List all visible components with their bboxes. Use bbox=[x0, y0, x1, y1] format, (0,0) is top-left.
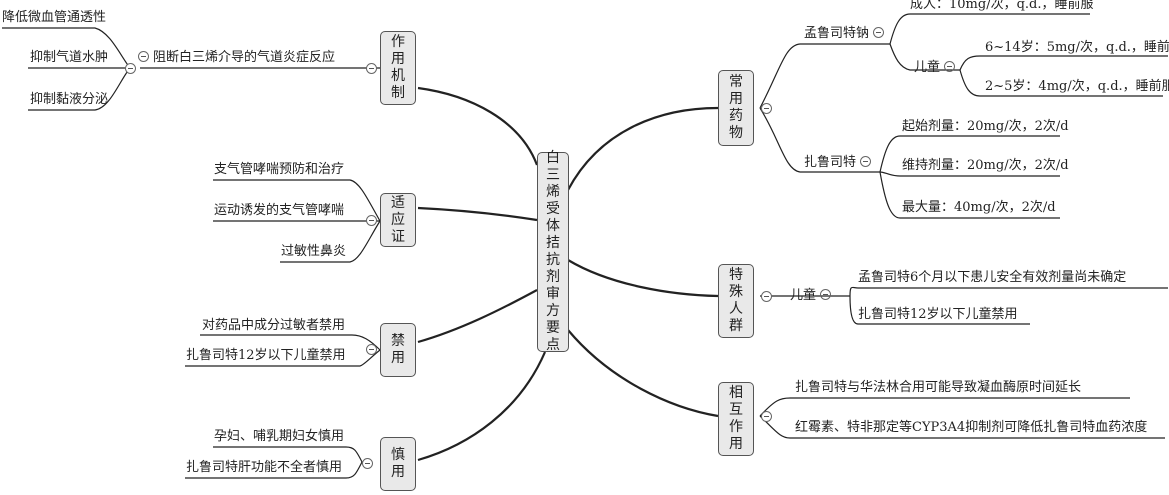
interactions-leaf-2: 红霉素、特非那定等CYP3A4抑制剂可降低扎鲁司特血药浓度 bbox=[795, 420, 1148, 435]
collapse-toggle-icon[interactable] bbox=[761, 291, 772, 302]
branch-contraindications-label: 禁用 bbox=[391, 333, 405, 366]
caution-leaf-1: 孕妇、哺乳期妇女慎用 bbox=[214, 429, 345, 444]
collapse-toggle-icon[interactable] bbox=[860, 156, 872, 167]
center-node[interactable]: 白三烯受体拮抗剂审方要点 bbox=[537, 150, 569, 353]
main-branch-curves bbox=[417, 86, 719, 462]
mechanism-leaf-1: 降低微血管通透性 bbox=[2, 10, 107, 25]
zafirlukast-leaf-1: 起始剂量：20mg/次，2次/d bbox=[902, 119, 1069, 134]
montelukast-child-node: 儿童 bbox=[914, 60, 956, 76]
montelukast-child-leaf-1: 6~14岁：5mg/次，q.d.，睡前服 bbox=[985, 40, 1169, 55]
collapse-toggle-icon[interactable] bbox=[873, 27, 885, 38]
collapse-toggle-icon[interactable] bbox=[761, 411, 772, 422]
montelukast-child-leaf-2: 2~5岁：4mg/次，q.d.，睡前服 bbox=[985, 79, 1169, 94]
zafirlukast-leaf-3: 最大量：40mg/次，2次/d bbox=[902, 200, 1056, 215]
branch-mechanism-label: 作用机制 bbox=[391, 34, 405, 101]
collapse-toggle-icon[interactable] bbox=[366, 63, 377, 74]
special-leaf-1: 孟鲁司特6个月以下患儿安全有效剂量尚未确定 bbox=[858, 270, 1127, 285]
branch-indications-node[interactable]: 适应证 bbox=[380, 193, 416, 247]
branch-interactions-label: 相互作用 bbox=[729, 385, 743, 452]
collapse-toggle-icon[interactable] bbox=[944, 61, 956, 72]
indications-leaf-3: 过敏性鼻炎 bbox=[281, 244, 347, 259]
caution-leaf-2: 扎鲁司特肝功能不全者慎用 bbox=[186, 460, 343, 475]
branch-special-node[interactable]: 特殊人群 bbox=[718, 264, 754, 338]
indications-leaf-1: 支气管哮喘预防和治疗 bbox=[214, 162, 345, 177]
montelukast-adult-leaf: 成人：10mg/次，q.d.，睡前服 bbox=[910, 0, 1094, 12]
special-leaf-2: 扎鲁司特12岁以下儿童禁用 bbox=[858, 307, 1018, 322]
collapse-toggle-icon[interactable] bbox=[366, 215, 377, 226]
branch-contraindications-node[interactable]: 禁用 bbox=[380, 323, 416, 377]
montelukast-node: 孟鲁司特钠 bbox=[804, 26, 885, 42]
collapse-toggle-icon[interactable] bbox=[138, 51, 149, 62]
branch-indications-label: 适应证 bbox=[391, 194, 405, 245]
center-node-label: 白三烯受体拮抗剂审方要点 bbox=[546, 150, 560, 353]
branch-special-label: 特殊人群 bbox=[729, 267, 743, 334]
branch-caution-node[interactable]: 慎用 bbox=[380, 437, 416, 491]
branch-drugs-node[interactable]: 常用药物 bbox=[718, 70, 754, 146]
collapse-toggle-icon[interactable] bbox=[125, 63, 136, 74]
branch-mechanism-node[interactable]: 作用机制 bbox=[380, 31, 416, 105]
zafirlukast-node: 扎鲁司特 bbox=[804, 155, 872, 171]
branch-caution-label: 慎用 bbox=[391, 447, 405, 480]
zafirlukast-leaf-2: 维持剂量：20mg/次，2次/d bbox=[902, 158, 1069, 173]
special-sub-node: 儿童 bbox=[790, 288, 832, 304]
branch-drugs-label: 常用药物 bbox=[729, 74, 743, 141]
mechanism-leaf-3: 抑制黏液分泌 bbox=[30, 92, 109, 107]
collapse-toggle-icon[interactable] bbox=[820, 289, 832, 300]
contraindications-leaf-2: 扎鲁司特12岁以下儿童禁用 bbox=[186, 348, 346, 363]
interactions-leaf-1: 扎鲁司特与华法林合用可能导致凝血酶原时间延长 bbox=[795, 380, 1082, 395]
collapse-toggle-icon[interactable] bbox=[366, 344, 377, 355]
branch-interactions-node[interactable]: 相互作用 bbox=[718, 382, 754, 456]
contraindications-leaf-1: 对药品中成分过敏者禁用 bbox=[202, 318, 346, 333]
indications-leaf-2: 运动诱发的支气管哮喘 bbox=[214, 203, 345, 218]
collapse-toggle-icon[interactable] bbox=[362, 458, 373, 469]
mechanism-leaf-2: 抑制气道水肿 bbox=[30, 50, 109, 65]
mechanism-sub-label: 阻断白三烯介导的气道炎症反应 bbox=[138, 50, 335, 66]
collapse-toggle-icon[interactable] bbox=[761, 103, 772, 114]
